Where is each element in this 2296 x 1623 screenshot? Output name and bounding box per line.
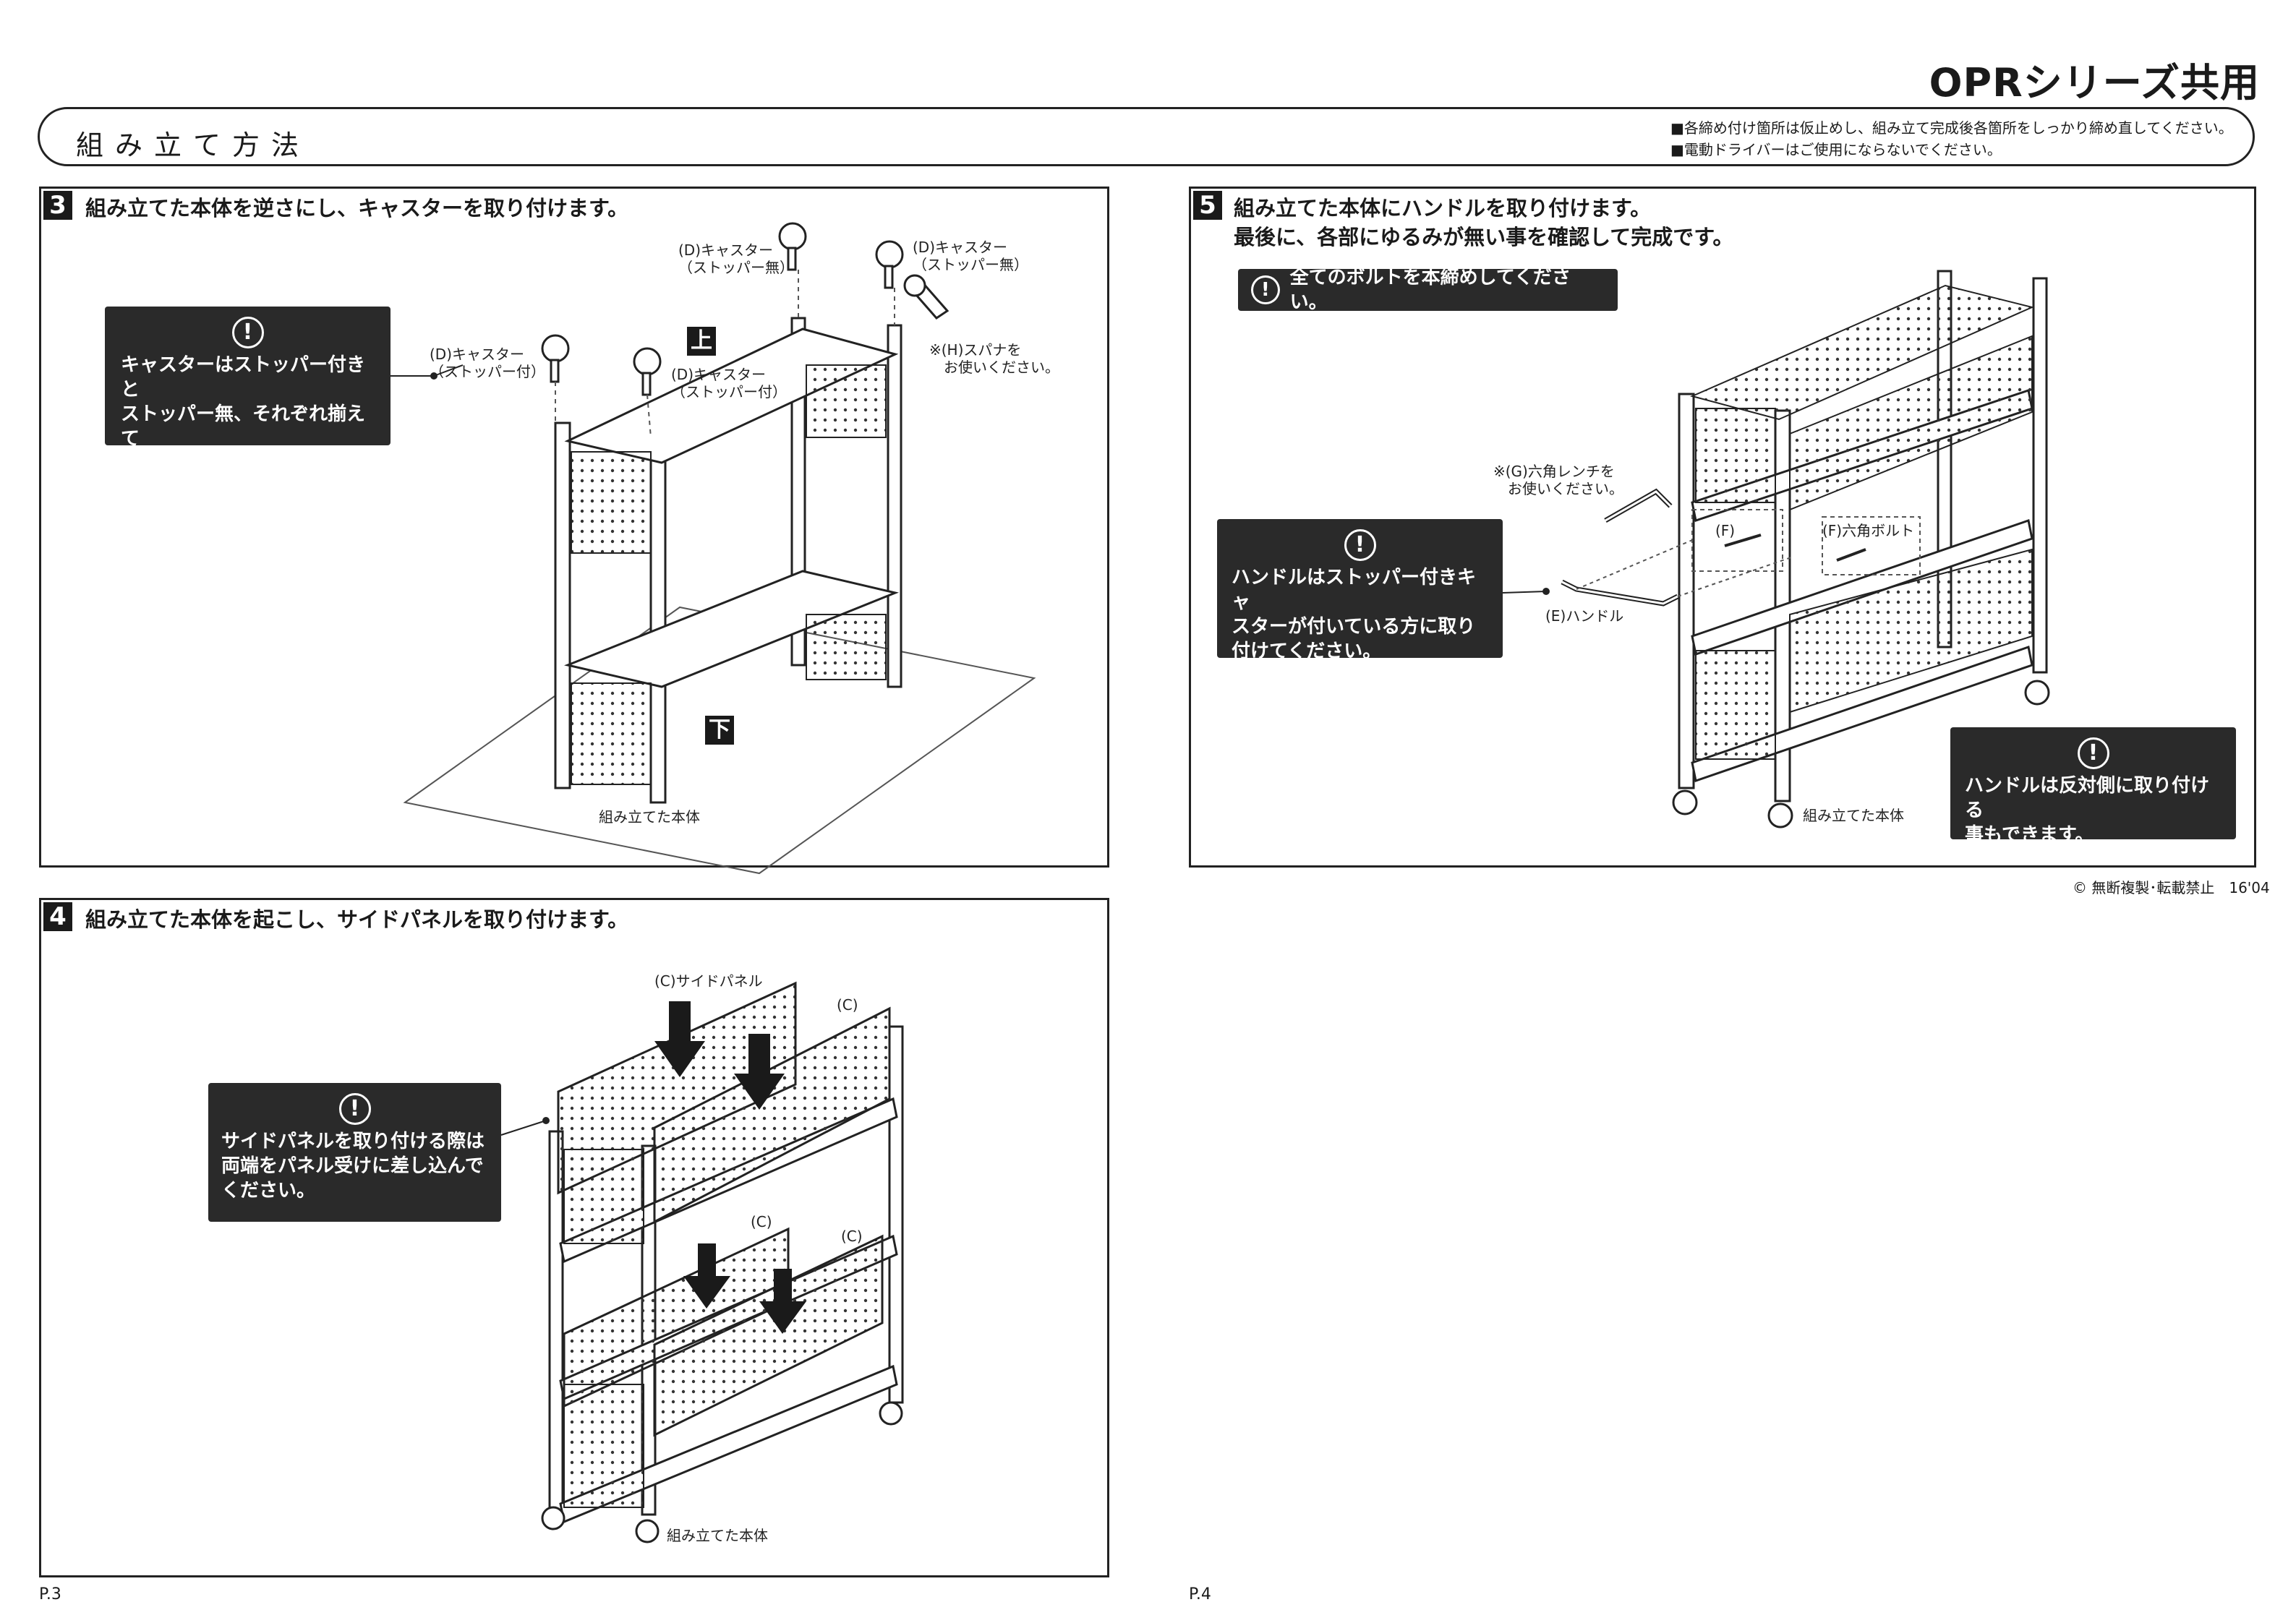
warning-line: キャスターはストッパー付きと	[121, 354, 366, 401]
handle-warning: ! ハンドルはストッパー付きキャ スターが付いている方に取り 付けてください。	[1217, 519, 1503, 662]
top-label: 上	[687, 327, 716, 356]
warning-line: 付けてください。	[1232, 641, 1382, 662]
exclamation-circle-icon: !	[1251, 275, 1280, 304]
caster-stopper-label: (D)キャスター （ストッパー付）	[430, 346, 545, 380]
panel-c-label: (C)	[751, 1213, 772, 1230]
warning-line: スターが付いている方に取り	[1232, 616, 1476, 638]
step-4-title: 組み立てた本体を起こし、サイドパネルを取り付けます。	[85, 907, 629, 932]
bottom-label: 下	[705, 716, 734, 745]
panel-c-label: (C)	[837, 996, 858, 1014]
note-line: ■各締め付け箇所は仮止めし、組み立て完成後各箇所をしっかり締め直してください。	[1670, 119, 2233, 137]
warning-line: 両端をパネル受けに差し込んで	[221, 1155, 484, 1177]
caster-no-stopper-label: (D)キャスター （ストッパー無）	[913, 239, 1028, 273]
assembly-notes: ■各締め付け箇所は仮止めし、組み立て完成後各箇所をしっかり締め直してください。 …	[1670, 117, 2233, 160]
handle-label: (E)ハンドル	[1545, 607, 1624, 625]
side-panel-label: (C)サイドパネル	[654, 972, 763, 990]
step-3-warning: ! キャスターはストッパー付きと ストッパー無、それぞれ揃えて 取り付けてくださ…	[105, 307, 391, 474]
copyright-notice: © 無断複製･転載禁止 16'04	[2073, 876, 2270, 897]
panel-c-label: (C)	[841, 1228, 863, 1245]
hex-bolt-label: (F)六角ボルト	[1822, 522, 1915, 539]
copyright-text: 無断複製･転載禁止 16'04	[2091, 879, 2270, 896]
step-5-number: 5	[1193, 191, 1222, 220]
warning-line: ストッパー無、それぞれ揃えて	[121, 403, 366, 450]
series-title: OPRシリーズ共用	[1929, 60, 2260, 106]
warning-line: 取り付けてください。	[121, 453, 309, 474]
exclamation-circle-icon: !	[1344, 529, 1376, 561]
caster-no-stopper-label: (D)キャスター （ストッパー無）	[678, 241, 794, 276]
warning-line: 事もできます。	[1965, 824, 2094, 846]
body-label: 組み立てた本体	[1803, 807, 1904, 824]
step-3-title: 組み立てた本体を逆さにし、キャスターを取り付けます。	[85, 196, 629, 220]
caster-stopper-label: (D)キャスター （ストッパー付）	[671, 366, 787, 401]
body-label: 組み立てた本体	[599, 808, 700, 826]
bolt-warning-text: 全てのボルトを本締めしてください。	[1289, 267, 1571, 313]
exclamation-circle-icon: !	[231, 317, 264, 348]
step-5-title-line: 最後に、各部にゆるみが無い事を確認して完成です。	[1234, 225, 1734, 249]
reverse-warning: ! ハンドルは反対側に取り付ける 事もできます。	[1950, 727, 2236, 846]
step-3-number: 3	[43, 191, 72, 220]
note-line: ■電動ドライバーはご使用にならないでください。	[1670, 141, 2002, 158]
page-number-left: P.3	[39, 1585, 61, 1603]
step-4-number: 4	[43, 902, 72, 931]
warning-line: ハンドルは反対側に取り付ける	[1965, 775, 2210, 821]
exclamation-circle-icon: !	[2077, 737, 2109, 769]
step-5-title: 組み立てた本体にハンドルを取り付けます。 最後に、各部にゆるみが無い事を確認して…	[1234, 194, 1733, 252]
section-title: 組み立て方法	[76, 129, 311, 161]
copyright-icon: ©	[2073, 879, 2087, 896]
hex-wrench-label: ※(G)六角レンチを お使いください。	[1493, 463, 1623, 497]
page-number-right: P.4	[1189, 1585, 1211, 1603]
exclamation-circle-icon: !	[338, 1093, 371, 1125]
spanner-label: ※(H)スパナを お使いください。	[929, 341, 1059, 376]
body-label: 組み立てた本体	[667, 1527, 768, 1544]
section-header-bar	[38, 107, 2255, 166]
step-5-title-line: 組み立てた本体にハンドルを取り付けます。	[1234, 196, 1652, 220]
bolt-warning: ! 全てのボルトを本締めしてください。	[1238, 267, 1618, 313]
warning-line: サイドパネルを取り付ける際は	[221, 1131, 485, 1152]
warning-line: ください。	[221, 1180, 316, 1202]
step-4-warning: ! サイドパネルを取り付ける際は 両端をパネル受けに差し込んで ください。	[208, 1083, 501, 1222]
warning-line: ハンドルはストッパー付きキャ	[1232, 567, 1477, 613]
bolt-f-label: (F)	[1715, 522, 1736, 539]
